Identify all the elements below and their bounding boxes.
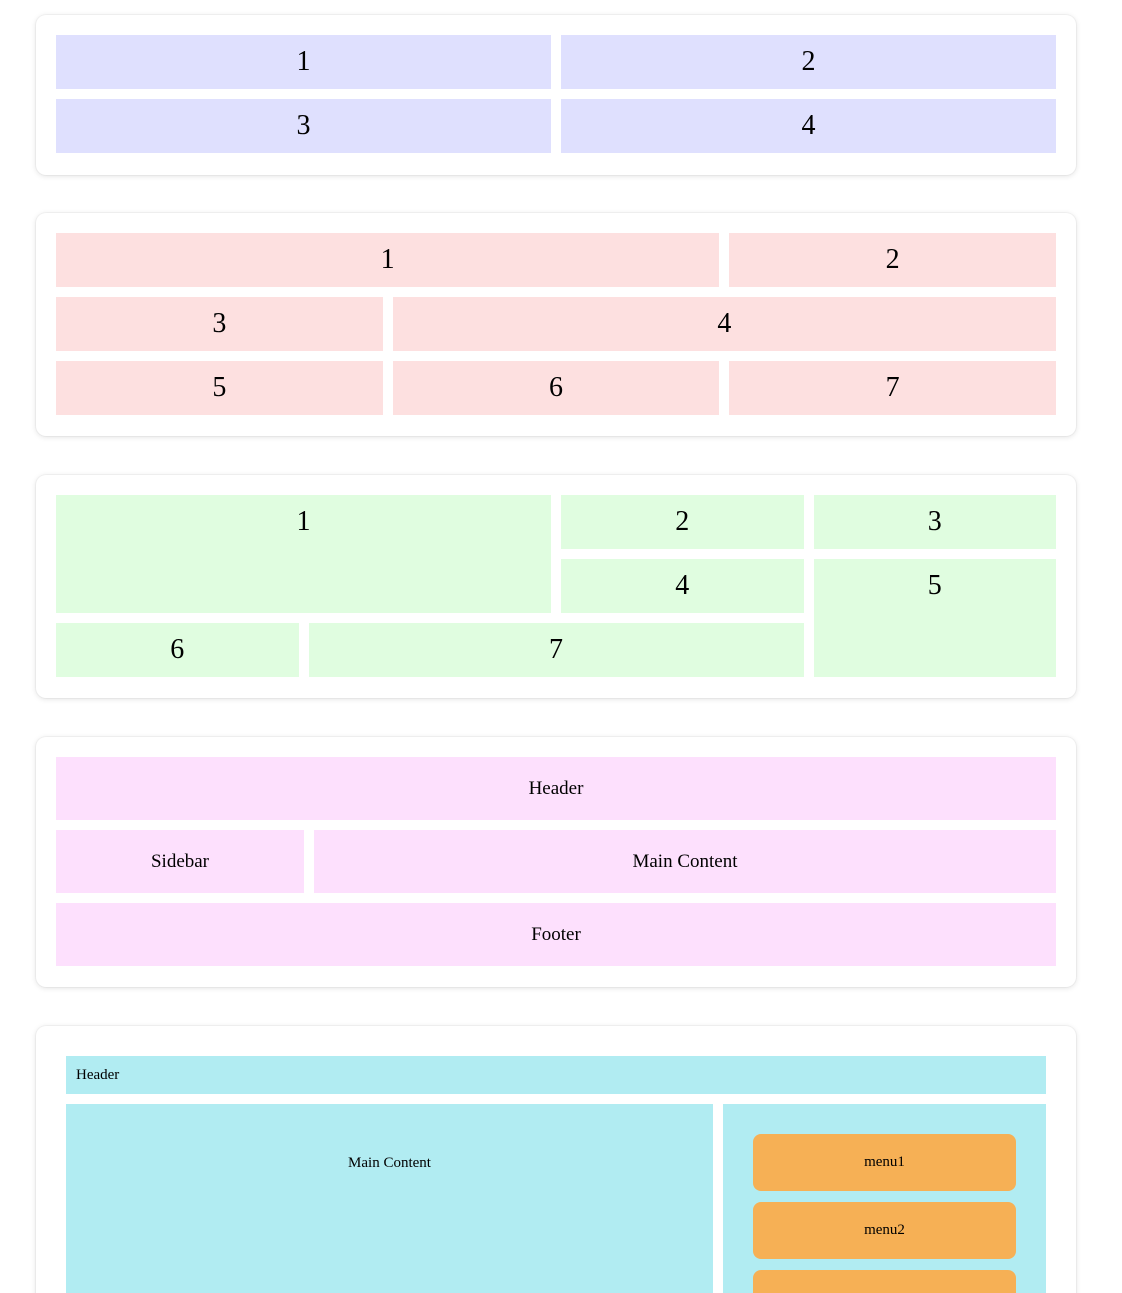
grid3-cell: 7 <box>308 623 804 677</box>
layout-card-4: Header Sidebar Main Content Footer <box>36 737 1076 987</box>
menu2-button[interactable]: menu2 <box>753 1202 1016 1259</box>
grid3-cell: 2 <box>561 495 804 549</box>
grid3-cell: 5 <box>813 559 1056 677</box>
grid2-cell: 6 <box>392 361 720 415</box>
grid-mosaic: 1 2 3 4 5 6 7 <box>56 495 1056 677</box>
layout-main-content: Main Content <box>314 830 1056 893</box>
grid-2x2: 1 2 3 4 <box>56 35 1056 153</box>
grid-card-1: 1 2 3 4 <box>36 15 1076 175</box>
menu3-button[interactable] <box>753 1270 1016 1293</box>
grid2-cell: 4 <box>392 297 1056 351</box>
grid1-cell: 2 <box>561 35 1056 89</box>
layout5-menu-panel: menu1 menu2 <box>723 1104 1046 1293</box>
grid3-cell: 3 <box>813 495 1056 549</box>
layout-sidebar: Sidebar <box>56 830 304 893</box>
grid1-cell: 3 <box>56 99 551 153</box>
grid3-cell: 6 <box>56 623 299 677</box>
grid2-cell: 1 <box>56 233 720 287</box>
grid1-cell: 1 <box>56 35 551 89</box>
grid1-cell: 4 <box>561 99 1056 153</box>
grid3-cell: 4 <box>561 559 804 613</box>
grid-card-3: 1 2 3 4 5 6 7 <box>36 475 1076 698</box>
menu1-button[interactable]: menu1 <box>753 1134 1016 1191</box>
grid2-cell: 7 <box>729 361 1056 415</box>
layout-grid: Header Sidebar Main Content Footer <box>56 757 1056 966</box>
grid-span: 1 2 3 4 5 6 7 <box>56 233 1056 415</box>
grid3-cell: 1 <box>56 495 551 613</box>
layout-header: Header <box>56 757 1056 820</box>
layout-card-5: Header Main Content menu1 menu2 <box>36 1026 1076 1293</box>
layout5-main-content: Main Content <box>66 1104 713 1293</box>
layout5-header: Header <box>66 1056 1046 1094</box>
grid2-cell: 5 <box>56 361 383 415</box>
grid-card-2: 1 2 3 4 5 6 7 <box>36 213 1076 436</box>
grid2-cell: 3 <box>56 297 383 351</box>
grid2-cell: 2 <box>729 233 1056 287</box>
layout-footer: Footer <box>56 903 1056 966</box>
